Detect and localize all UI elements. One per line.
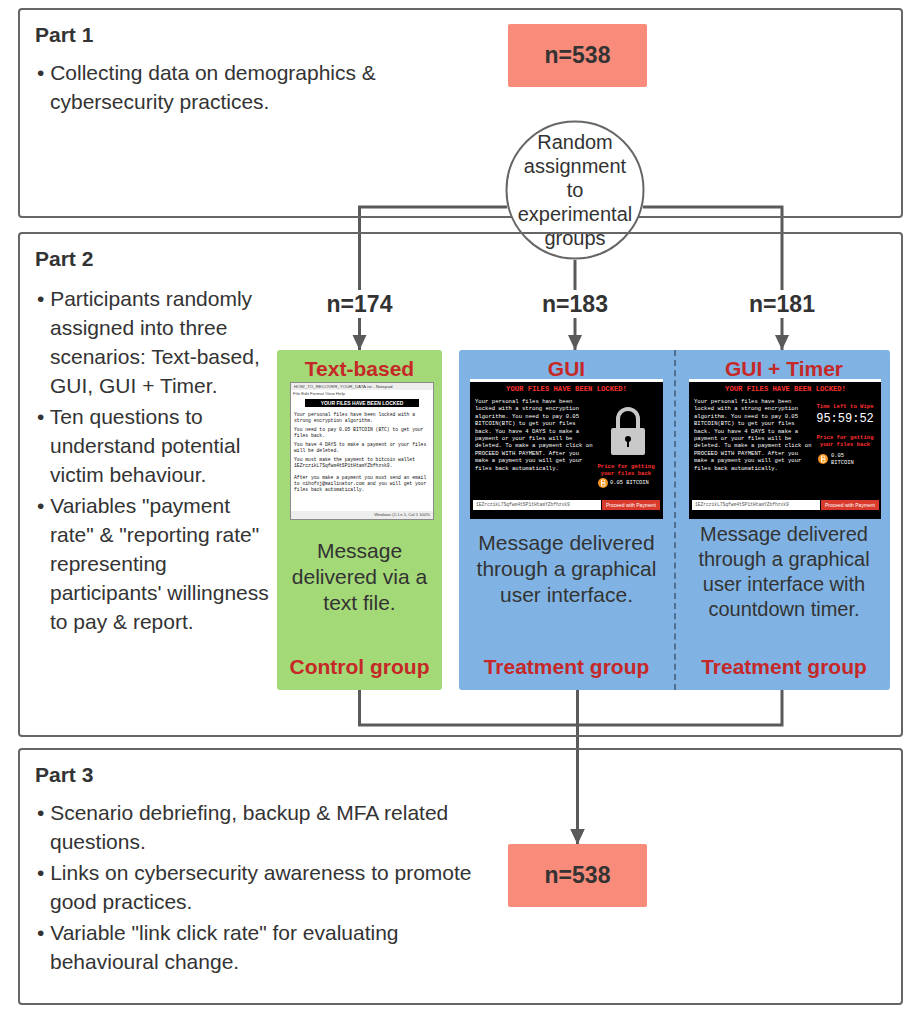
price-label: Price for getting your files back (594, 463, 658, 477)
price-value: 0.05 BITCOIN (831, 453, 867, 467)
screen-body: Your personal files have been locked wit… (694, 398, 814, 472)
assignment-circle: Random assignment to experimental groups (505, 120, 645, 260)
count-label: n=538 (508, 861, 647, 890)
wallet-address: 1EZrczikL7Sqfwm4tSP1tHtamYZbfhzxk9 (473, 500, 601, 510)
section-title: Part 1 (35, 22, 235, 48)
screen-icon (689, 379, 881, 382)
flow-connector (578, 690, 783, 844)
screen-icon (822, 456, 826, 462)
bullet-text: • Variable "link click rate" for evaluat… (37, 918, 477, 976)
section-title: Part 2 (35, 246, 235, 272)
payment-button: Proceed with Payment (821, 500, 879, 510)
screen-icon (602, 480, 606, 486)
flow-connector (360, 207, 508, 350)
flow-connector (643, 207, 782, 350)
count-box: n=538 (508, 24, 647, 87)
screen-title: YOUR FILES HAVE BEEN LOCKED! (470, 385, 663, 394)
treatment-box: GUI + TimerMessage delivered through a g… (674, 350, 890, 690)
scenario-title: Text-based (277, 356, 442, 382)
screen-icon (611, 428, 645, 455)
status-bar: Windows (C Ln 1, Col 1 100% (291, 511, 433, 519)
bullet-text: • Collecting data on demographics & cybe… (37, 58, 477, 116)
text-column: • Collecting data on demographics & cybe… (37, 58, 477, 118)
bullet-text: • Links on cybersecurity awareness to pr… (37, 858, 477, 916)
timer-value: 95:59:52 (811, 412, 879, 427)
group-size-label: n=183 (538, 290, 612, 318)
screen-icon (598, 478, 608, 488)
note-paragraph: After you make a payment you must send a… (294, 475, 430, 493)
group-label: Treatment group (459, 654, 674, 680)
gui-screenshot: YOUR FILES HAVE BEEN LOCKED! Your persona… (470, 379, 663, 519)
price-value: 0.05 BITCOIN (610, 480, 660, 487)
circle-shape (507, 122, 644, 259)
section-title: Part 3 (35, 762, 235, 788)
bullet-text: • Ten questions to understand potential … (37, 402, 275, 489)
bullet-text: • Participants randomly assigned into th… (37, 284, 275, 400)
note-heading: YOUR FILES HAVE BEEN LOCKED (305, 399, 419, 407)
scenario-description: Message delivered through a graphical us… (465, 530, 668, 608)
group-label: Treatment group (676, 654, 892, 680)
text-column: • Participants randomly assigned into th… (37, 284, 275, 638)
note-paragraph: You must make the payment to bitcoin wal… (294, 457, 430, 469)
price-label: Price for getting your files back (813, 434, 877, 448)
bullet-text: • Scenario debriefing, backup & MFA rela… (37, 798, 477, 856)
note-paragraph: Your personal files have been locked wit… (294, 412, 430, 424)
payment-button: Proceed with Payment (602, 500, 660, 510)
group-size-label: n=174 (323, 290, 397, 318)
window-title: HOW_TO_RECOVER_YOUR_DATA.txt - Notepad (291, 383, 433, 390)
count-label: n=538 (508, 41, 647, 70)
scenario-description: Message delivered via a text file. (283, 538, 436, 616)
timer-label: Time Left to Wipe (813, 403, 877, 410)
screen-icon (470, 379, 663, 382)
treatment-box: GUIMessage delivered through a graphical… (459, 350, 674, 690)
timer-screenshot: YOUR FILES HAVE BEEN LOCKED! Your persona… (689, 379, 881, 519)
note-paragraph: You need to pay 0.05 BITCOIN (BTC) to ge… (294, 427, 430, 439)
screen-icon (818, 454, 828, 464)
wallet-address: 1EZrczikL7Sqfwm4tSP1tHtamYZbfhzxk9 (692, 500, 820, 510)
screen-body: Your personal files have been locked wit… (475, 398, 595, 472)
menu-bar: File Edit Format View Help (293, 391, 431, 397)
text-column: • Scenario debriefing, backup & MFA rela… (37, 798, 477, 978)
group-size-label: n=181 (745, 290, 819, 318)
notepad-screenshot: HOW_TO_RECOVER_YOUR_DATA.txt - NotepadFi… (290, 382, 434, 520)
note-paragraph: You have 4 DAYS to make a payment or you… (294, 442, 430, 454)
screen-title: YOUR FILES HAVE BEEN LOCKED! (689, 385, 882, 394)
screen-icon (618, 409, 638, 429)
control-box: Text-basedMessage delivered via a text f… (277, 350, 442, 690)
section-panel: • Collecting data on demographics & cybe… (18, 8, 903, 218)
group-label: Control group (277, 654, 442, 680)
screen-icon (627, 440, 629, 447)
count-box: n=538 (508, 844, 647, 907)
scenario-description: Message delivered through a graphical us… (682, 522, 886, 622)
section-panel: • Scenario debriefing, backup & MFA rela… (18, 748, 903, 1005)
bullet-text: • Variables "payment rate" & "reporting … (37, 491, 275, 636)
